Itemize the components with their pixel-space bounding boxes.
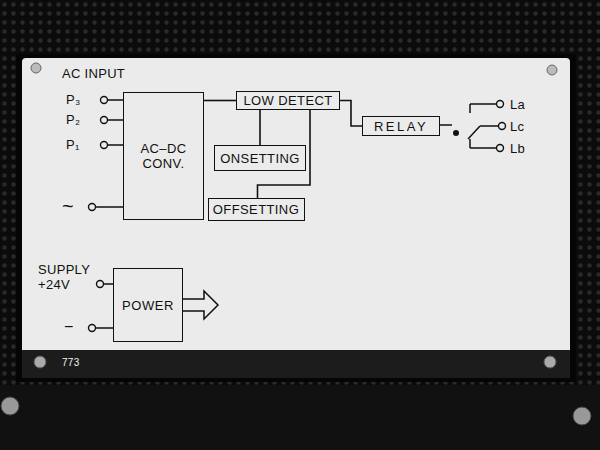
- pin-name: P₁: [66, 137, 80, 152]
- block-label: AC–DC CONV.: [128, 141, 199, 171]
- section-heading: SUPPLY: [38, 262, 90, 277]
- housing-lower: [0, 385, 600, 450]
- signal-wire: [260, 110, 261, 145]
- signal-wire: [204, 100, 236, 101]
- screws: [1, 63, 591, 425]
- pin-name: +24V: [38, 277, 70, 292]
- block-label: ONSETTING: [220, 151, 299, 166]
- block-box: POWER: [113, 268, 183, 342]
- block-box: ONSETTING: [214, 145, 306, 171]
- signal-wire: [340, 101, 362, 127]
- ac-symbol: ~: [62, 195, 74, 218]
- block-label: RELAY: [374, 119, 428, 134]
- pin-name: Lb: [510, 141, 525, 156]
- block-label: LOW DETECT: [243, 93, 332, 108]
- pin-name: P₂: [66, 112, 80, 127]
- label-plate: [22, 58, 570, 378]
- block-label: POWER: [122, 298, 174, 313]
- pin-name: La: [510, 97, 525, 112]
- pin-name: P₃: [66, 92, 81, 107]
- block-box: RELAY: [362, 116, 440, 136]
- block-label: OFFSETTING: [213, 202, 299, 217]
- pin-name: −: [64, 318, 74, 336]
- block-box: AC–DC CONV.: [123, 92, 204, 220]
- plate-frame: [16, 54, 576, 382]
- relay-dot: [453, 130, 459, 136]
- block-box: LOW DETECT: [236, 91, 340, 110]
- part-number: 773: [62, 357, 80, 369]
- section-heading: AC INPUT: [62, 66, 125, 81]
- plate-band: [22, 350, 570, 378]
- block-box: OFFSETTING: [208, 198, 305, 221]
- pin-name: Lc: [510, 119, 524, 134]
